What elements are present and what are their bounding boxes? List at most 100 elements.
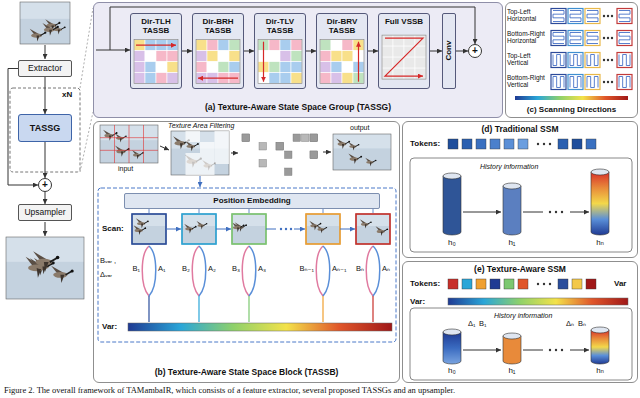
goose-neck bbox=[323, 228, 326, 230]
part-label: h₁ bbox=[508, 366, 515, 375]
group-panel-fill bbox=[93, 2, 503, 118]
goose-wing bbox=[120, 138, 122, 142]
goose-wing bbox=[121, 151, 124, 156]
flow-arrow bbox=[45, 142, 46, 178]
goose-head bbox=[57, 26, 59, 28]
input-photo bbox=[100, 125, 158, 163]
goose-body bbox=[104, 134, 113, 138]
scan-icon bbox=[617, 9, 632, 24]
part-label: A₁ bbox=[158, 265, 166, 274]
panel-title: (d) Traditional SSM bbox=[482, 125, 559, 135]
part-label: Bottom-Right Horizontal bbox=[507, 30, 551, 45]
texture-cell bbox=[415, 68, 426, 79]
scan-arrow bbox=[266, 229, 276, 230]
goose-neck bbox=[243, 225, 246, 227]
goose-head bbox=[144, 227, 146, 229]
texture-cell bbox=[196, 51, 207, 62]
group-box: TASSG bbox=[18, 114, 72, 142]
part-label: Var bbox=[614, 279, 626, 288]
flow-arrow bbox=[182, 51, 192, 52]
texture-cell bbox=[291, 51, 302, 62]
box-label: Full VSSB bbox=[385, 17, 423, 26]
scan-path bbox=[570, 55, 581, 66]
param-branch bbox=[366, 246, 373, 296]
photo-frame bbox=[100, 125, 158, 163]
ellipsis-dot bbox=[543, 283, 545, 285]
group-panel: (a) Texture-Aware State Space Group (TAS… bbox=[93, 2, 503, 118]
scan-icon bbox=[568, 53, 583, 68]
texture-cell bbox=[280, 40, 291, 51]
state-cylinder bbox=[503, 336, 521, 364]
texture-cell bbox=[269, 40, 280, 51]
goose-head bbox=[370, 221, 372, 223]
scan-arrow bbox=[294, 229, 305, 230]
state-arrow bbox=[570, 212, 589, 213]
ellipsis-dot bbox=[607, 15, 609, 17]
part-label: A₃ bbox=[258, 265, 266, 274]
token bbox=[462, 139, 472, 149]
goose-head bbox=[360, 156, 362, 158]
texture-cell bbox=[156, 51, 167, 62]
goose-wing bbox=[370, 162, 372, 166]
part-label: Δᵥₐᵣ bbox=[100, 271, 112, 280]
goose-neck bbox=[144, 222, 148, 224]
block-panel-fill bbox=[93, 121, 400, 383]
goose-neck bbox=[317, 224, 320, 226]
scan-path bbox=[587, 55, 598, 66]
part-label: Scan: bbox=[102, 224, 124, 233]
part-label: B₁ bbox=[479, 320, 487, 329]
goose-wing bbox=[137, 155, 139, 159]
texture-cell bbox=[229, 40, 240, 51]
param-branch bbox=[373, 246, 380, 296]
sky bbox=[171, 131, 229, 175]
texture-cell bbox=[382, 35, 393, 46]
scan-icon bbox=[585, 75, 600, 90]
sky bbox=[20, 2, 70, 44]
texture-cell bbox=[404, 35, 415, 46]
part-label: Aₙ bbox=[382, 265, 390, 274]
goose-head bbox=[386, 228, 388, 230]
sky bbox=[182, 214, 216, 244]
state-arrow bbox=[523, 212, 543, 213]
token bbox=[572, 139, 582, 149]
panel-title: (b) Texture-Aware State Space Block (TAS… bbox=[155, 368, 339, 378]
goose-head bbox=[64, 26, 66, 28]
var-colorbar bbox=[448, 298, 628, 305]
part-label: Bₙ bbox=[356, 265, 364, 274]
param-branch bbox=[323, 246, 330, 296]
goose-neck bbox=[240, 225, 243, 227]
goose-neck bbox=[384, 229, 387, 231]
token-patch bbox=[242, 134, 250, 142]
flow-arrow bbox=[160, 146, 169, 150]
texture-cell bbox=[156, 73, 167, 84]
goose-neck bbox=[357, 157, 361, 159]
texture-cell bbox=[218, 62, 229, 73]
token-patch bbox=[285, 168, 293, 176]
state-arrow bbox=[463, 212, 501, 213]
part-label: Tokens: bbox=[410, 139, 440, 148]
goose-head bbox=[245, 224, 247, 226]
goose-body bbox=[361, 223, 369, 226]
texture-grid bbox=[258, 40, 302, 84]
goose-neck bbox=[194, 144, 198, 146]
photo-frame bbox=[182, 214, 216, 244]
param-branch bbox=[316, 246, 323, 296]
block-box-fill bbox=[130, 13, 182, 89]
texture-cell bbox=[404, 68, 415, 79]
ellipsis-dot bbox=[537, 283, 539, 285]
ellipsis-dot bbox=[537, 143, 539, 145]
photo-frame bbox=[171, 131, 229, 175]
sky bbox=[306, 214, 340, 244]
texture-cell bbox=[331, 73, 342, 84]
scan-arrow bbox=[358, 42, 359, 82]
token bbox=[504, 139, 514, 149]
scan-arrow bbox=[136, 45, 176, 46]
box-label: Conv bbox=[444, 41, 453, 61]
box-label: Upsampler bbox=[24, 208, 65, 218]
ellipsis-dot bbox=[607, 37, 609, 39]
goose-head bbox=[197, 143, 199, 145]
goose-head bbox=[206, 223, 207, 224]
ellipsis-dot bbox=[280, 228, 282, 230]
var-stem bbox=[148, 296, 149, 322]
goose-neck bbox=[142, 228, 145, 230]
